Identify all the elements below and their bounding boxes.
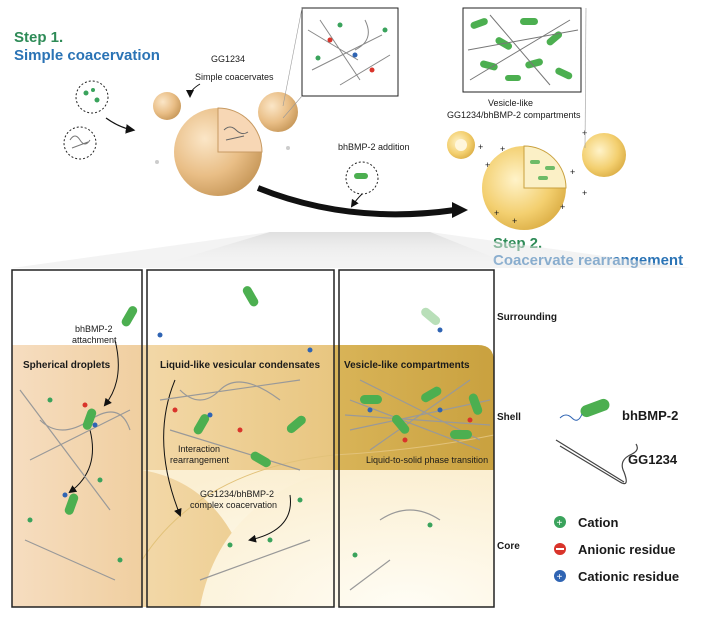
zoom-box-gg1234 — [301, 7, 399, 97]
label-simple-coacervates: Simple coacervates — [195, 72, 274, 82]
svg-text:+: + — [582, 188, 587, 198]
label-vesicle-like: Vesicle-like — [488, 98, 533, 108]
title-liquid: Liquid-like vesicular condensates — [160, 360, 320, 371]
svg-text:+: + — [478, 142, 483, 152]
title-vesicle: Vesicle-like compartments — [344, 360, 470, 371]
svg-text:+: + — [557, 518, 563, 529]
main-process-arrow — [256, 185, 456, 218]
panel-liquid — [146, 269, 335, 608]
cation-icon: + — [554, 516, 566, 529]
legend-bhbmp2: bhBMP-2 — [622, 408, 678, 423]
gg1234-chains — [19, 379, 491, 591]
gg1234-chain-icon — [555, 439, 638, 485]
medium-compartment — [582, 133, 626, 177]
input-gg1234-circle — [63, 126, 97, 160]
region-shell: Shell — [497, 412, 521, 423]
anionic-residue-icon — [554, 543, 566, 555]
medium-coacervate — [258, 92, 298, 132]
bhbmp2-proteins — [64, 286, 483, 515]
attachment-line1: bhBMP-2 — [75, 324, 113, 334]
bhbmp2-icon — [559, 398, 610, 421]
panel-vesicle — [338, 269, 495, 608]
label-compartments: GG1234/bhBMP-2 compartments — [447, 110, 581, 120]
complex-line2: complex coacervation — [190, 500, 277, 510]
legend: bhBMP-2 GG1234 + Cation Anionic residue … — [554, 398, 679, 584]
svg-text:+: + — [582, 128, 587, 138]
legend-cation: Cation — [578, 515, 619, 530]
legend-gg1234: GG1234 — [628, 452, 678, 467]
svg-text:+: + — [557, 572, 563, 583]
zoom-box-compartments — [462, 7, 582, 93]
svg-text:+: + — [485, 160, 490, 170]
panel-spherical — [11, 269, 143, 608]
label-gg1234: GG1234 — [211, 54, 245, 64]
svg-text:+: + — [512, 216, 517, 226]
transition-label: Liquid-to-solid phase transition — [366, 455, 488, 465]
bhbmp-addition-circle — [345, 161, 379, 195]
step1-title: Simple coacervation — [14, 47, 160, 64]
svg-text:+: + — [494, 208, 499, 218]
region-core: Core — [497, 541, 520, 552]
residue-dots — [27, 327, 473, 563]
title-spherical: Spherical droplets — [23, 360, 111, 371]
cationic-residue-icon: + — [554, 570, 566, 583]
svg-text:+: + — [500, 144, 505, 154]
label-bhbmp-addition: bhBMP-2 addition — [338, 142, 410, 152]
small-coacervate — [153, 92, 181, 120]
legend-anionic: Anionic residue — [578, 542, 676, 557]
attachment-line2: attachment — [72, 335, 117, 345]
interaction-line2: rearrangement — [170, 455, 230, 465]
svg-text:+: + — [570, 167, 575, 177]
input-cation-circle — [75, 80, 109, 114]
step1-number: Step 1. — [14, 29, 63, 46]
svg-text:+: + — [560, 202, 565, 212]
charge-signs: +++ +++ +++ — [478, 128, 587, 226]
complex-line1: GG1234/bhBMP-2 — [200, 489, 274, 499]
legend-cationic: Cationic residue — [578, 569, 679, 584]
region-surrounding: Surrounding — [497, 312, 557, 323]
interaction-line1: Interaction — [178, 444, 220, 454]
